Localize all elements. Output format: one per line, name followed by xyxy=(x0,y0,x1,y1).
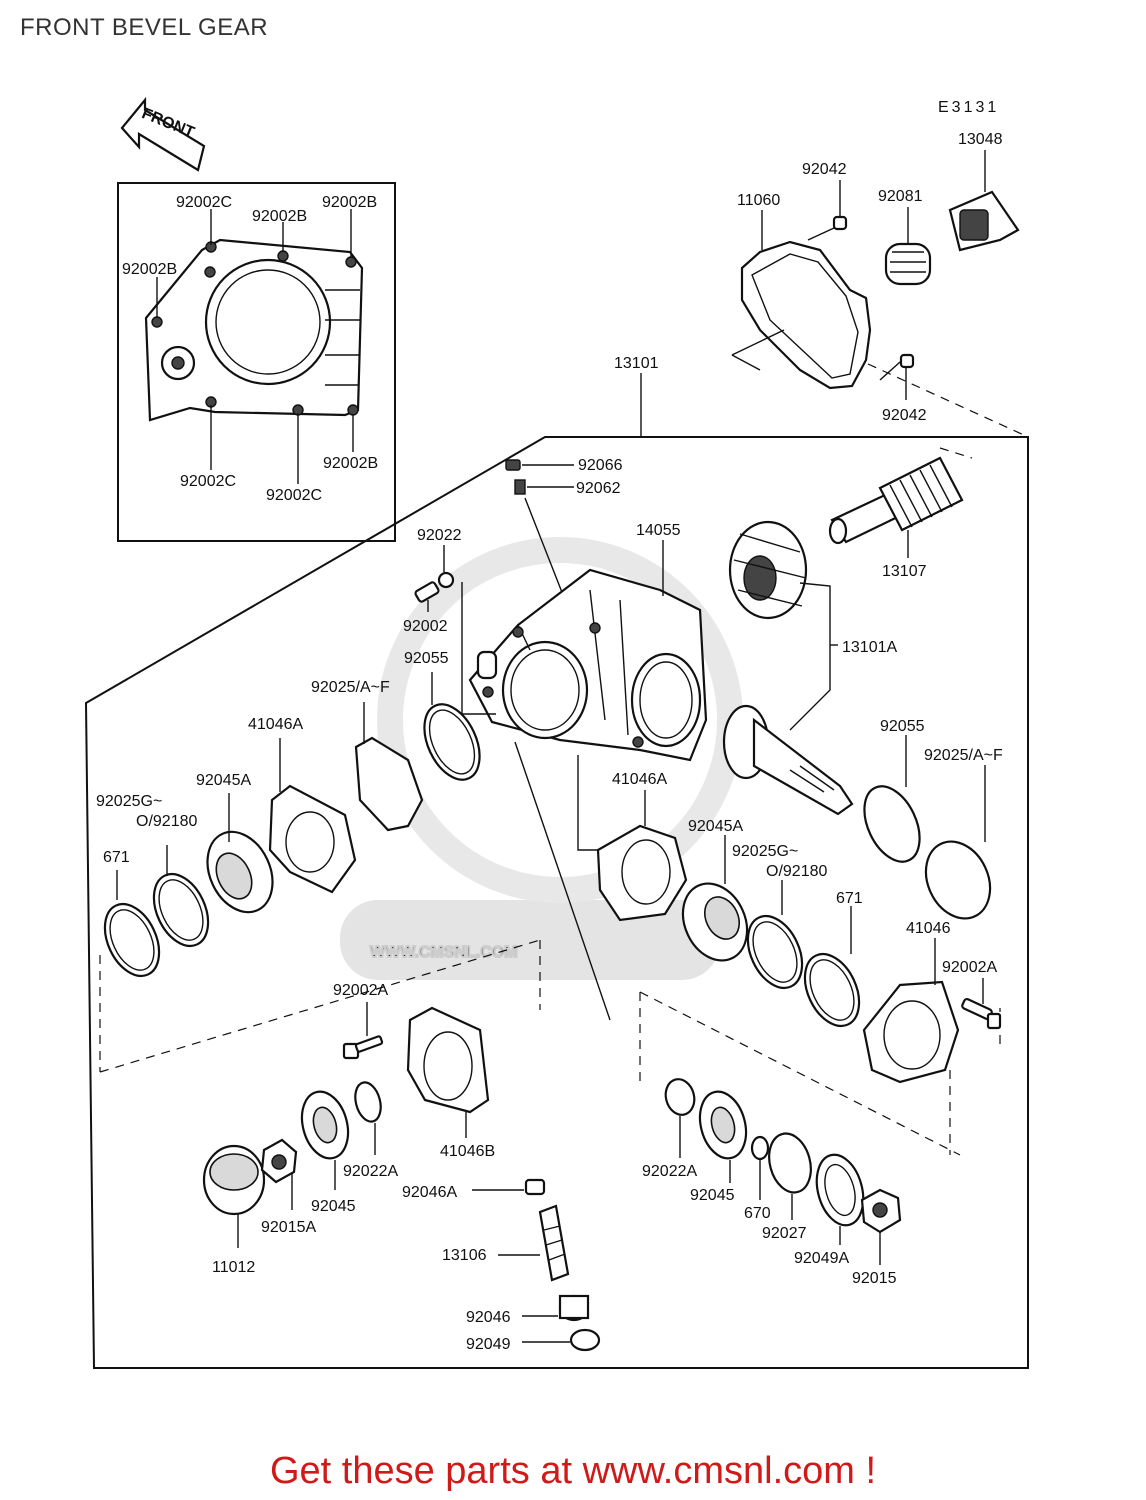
label-92045: 92045 xyxy=(690,1187,735,1204)
page-title: FRONT BEVEL GEAR xyxy=(20,14,269,41)
label-41046: 41046 xyxy=(906,920,951,937)
case-bolt xyxy=(414,545,455,612)
label-92022A: 92022A xyxy=(343,1163,398,1180)
label-670: 670 xyxy=(744,1205,771,1222)
label-92025G-alt: O/92180 xyxy=(766,863,827,880)
label-92002A: 92002A xyxy=(942,959,997,976)
label-14055: 14055 xyxy=(636,522,681,539)
label-92049: 92049 xyxy=(466,1336,511,1353)
label-13106: 13106 xyxy=(442,1247,487,1264)
label-92002C: 92002C xyxy=(180,473,236,490)
left-bearing-stack xyxy=(99,672,541,1073)
front-arrow: FRONT xyxy=(120,96,206,172)
label-92002C: 92002C xyxy=(176,194,232,211)
label-92022A: 92022A xyxy=(642,1163,697,1180)
assembly-frame xyxy=(84,436,1029,1369)
footer-cta-link[interactable]: Get these parts at www.cmsnl.com ! xyxy=(269,1450,877,1492)
label-92002B: 92002B xyxy=(322,194,377,211)
label-92081: 92081 xyxy=(878,188,923,205)
label-92055: 92055 xyxy=(880,718,925,735)
label-92027: 92027 xyxy=(762,1225,807,1242)
pinion-group xyxy=(472,1178,601,1352)
drive-shaft xyxy=(828,447,973,558)
lower-right-parts xyxy=(639,991,961,1265)
label-92042: 92042 xyxy=(882,407,927,424)
label-92025-a-f: 92025/A~F xyxy=(924,747,1003,764)
label-92002B: 92002B xyxy=(252,208,307,225)
gear-case xyxy=(461,540,708,1021)
label-13048: 13048 xyxy=(958,131,1003,148)
plug-bolts xyxy=(505,459,574,601)
label-92002B: 92002B xyxy=(323,455,378,472)
label-92002C: 92002C xyxy=(266,487,322,504)
label-92046A: 92046A xyxy=(402,1184,457,1201)
label-13107: 13107 xyxy=(882,563,927,580)
diagram-code: E3131 xyxy=(938,99,999,116)
label-41046A: 41046A xyxy=(248,716,303,733)
label-92025-a-f: 92025/A~F xyxy=(311,679,390,696)
label-13101A: 13101A xyxy=(842,639,897,656)
lower-left-housing xyxy=(342,1002,490,1138)
inset-flange-drawing xyxy=(144,209,364,484)
inset-box xyxy=(117,182,396,542)
label-92045A: 92045A xyxy=(688,818,743,835)
bevel-gear-set xyxy=(722,520,854,816)
label-92066: 92066 xyxy=(578,457,623,474)
label-92049A: 92049A xyxy=(794,1250,849,1267)
label-92045A: 92045A xyxy=(196,772,251,789)
label-11060: 11060 xyxy=(737,192,780,209)
label-41046B: 41046B xyxy=(440,1143,495,1160)
lower-left-parts xyxy=(202,1081,382,1248)
label-92022: 92022 xyxy=(417,527,462,544)
label-92002B: 92002B xyxy=(122,261,177,278)
watermark-text: WWW.CMSNL.COM xyxy=(370,944,518,961)
label-92025G: 92025G~ xyxy=(96,793,162,810)
label-92025G-alt: O/92180 xyxy=(136,813,197,830)
label-92046: 92046 xyxy=(466,1309,511,1326)
cover-gasket-group xyxy=(731,150,1027,437)
center-bearing-stack xyxy=(577,735,992,1028)
label-671: 671 xyxy=(103,849,130,866)
label-92015: 92015 xyxy=(852,1270,897,1287)
label-92002A: 92002A xyxy=(333,982,388,999)
label-92062: 92062 xyxy=(576,480,621,497)
label-92045: 92045 xyxy=(311,1198,356,1215)
label-11012: 11012 xyxy=(212,1259,255,1276)
label-92055: 92055 xyxy=(404,650,449,667)
part-labels: E3131 92002C 92002B 92002B 92002B 92002C… xyxy=(96,99,1003,1353)
label-671: 671 xyxy=(836,890,863,907)
label-13101: 13101 xyxy=(614,355,659,372)
label-41046A: 41046A xyxy=(612,771,667,788)
label-92025G: 92025G~ xyxy=(732,843,798,860)
right-housing xyxy=(862,938,1002,1084)
label-92042: 92042 xyxy=(802,161,847,178)
label-92015A: 92015A xyxy=(261,1219,316,1236)
label-92002: 92002 xyxy=(403,618,448,635)
